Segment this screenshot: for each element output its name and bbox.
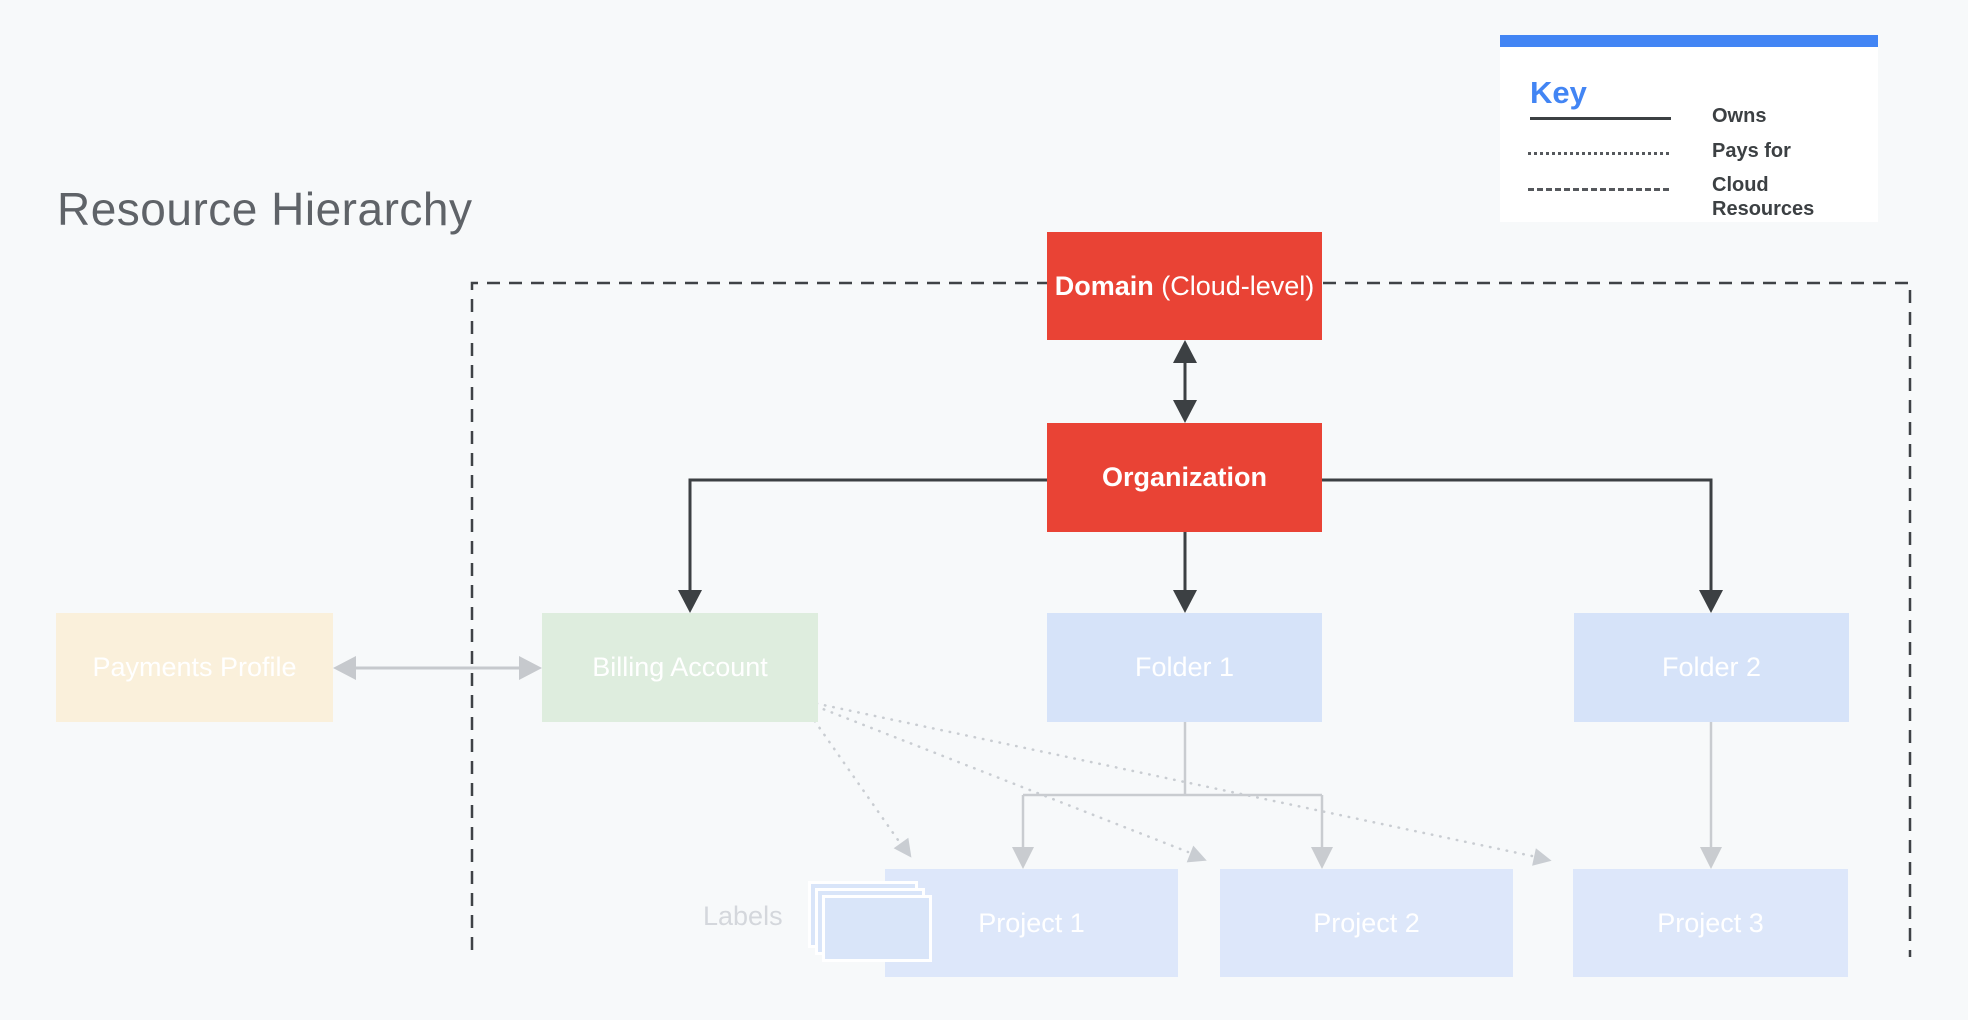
labels-cards-icon — [808, 881, 968, 971]
node-project-2: Project 2 — [1220, 869, 1513, 977]
key-line-cloud-resources — [1528, 188, 1669, 191]
billing-account-label: Billing Account — [592, 652, 768, 682]
label-card-front — [822, 895, 932, 962]
labels-caption: Labels — [703, 901, 783, 931]
project-3-label: Project 3 — [1657, 907, 1764, 938]
node-billing-account: Billing Account — [542, 613, 818, 722]
key-heading: Key — [1530, 75, 1587, 110]
node-project-1: Project 1 — [885, 869, 1178, 977]
node-payments-profile: Payments Profile — [56, 613, 333, 722]
node-organization: Organization — [1047, 423, 1322, 532]
domain-label-rest: (Cloud-level) — [1153, 270, 1315, 301]
payments-billing-connector — [333, 656, 542, 680]
payments-profile-label: Payments Profile — [92, 652, 297, 682]
owns-connectors-dark — [678, 340, 1723, 613]
node-domain: Domain (Cloud-level) — [1047, 232, 1322, 340]
key-label-pays-for: Pays for — [1712, 140, 1791, 162]
key-line-owns — [1530, 117, 1671, 120]
folder-2-label: Folder 2 — [1661, 652, 1762, 682]
diagram-title: Resource Hierarchy — [57, 183, 473, 235]
project-2-label: Project 2 — [1313, 907, 1420, 938]
key-accent-bar — [1500, 35, 1878, 47]
key-panel: Key Owns Pays for Cloud Resources — [1500, 35, 1878, 222]
key-line-pays-for — [1528, 152, 1669, 155]
key-label-owns: Owns — [1712, 105, 1767, 127]
node-folder-1: Folder 1 — [1047, 613, 1322, 722]
key-label-cloud-resources: Cloud Resources — [1712, 174, 1815, 220]
organization-label: Organization — [1101, 462, 1267, 492]
project-1-label: Project 1 — [978, 907, 1085, 938]
domain-label-bold: Domain — [1054, 270, 1154, 301]
folder-1-label: Folder 1 — [1134, 652, 1235, 682]
node-folder-2: Folder 2 — [1574, 613, 1849, 722]
owns-connectors-gray — [1012, 722, 1722, 869]
node-project-3: Project 3 — [1573, 869, 1848, 977]
pays-for-connectors — [798, 698, 1552, 866]
